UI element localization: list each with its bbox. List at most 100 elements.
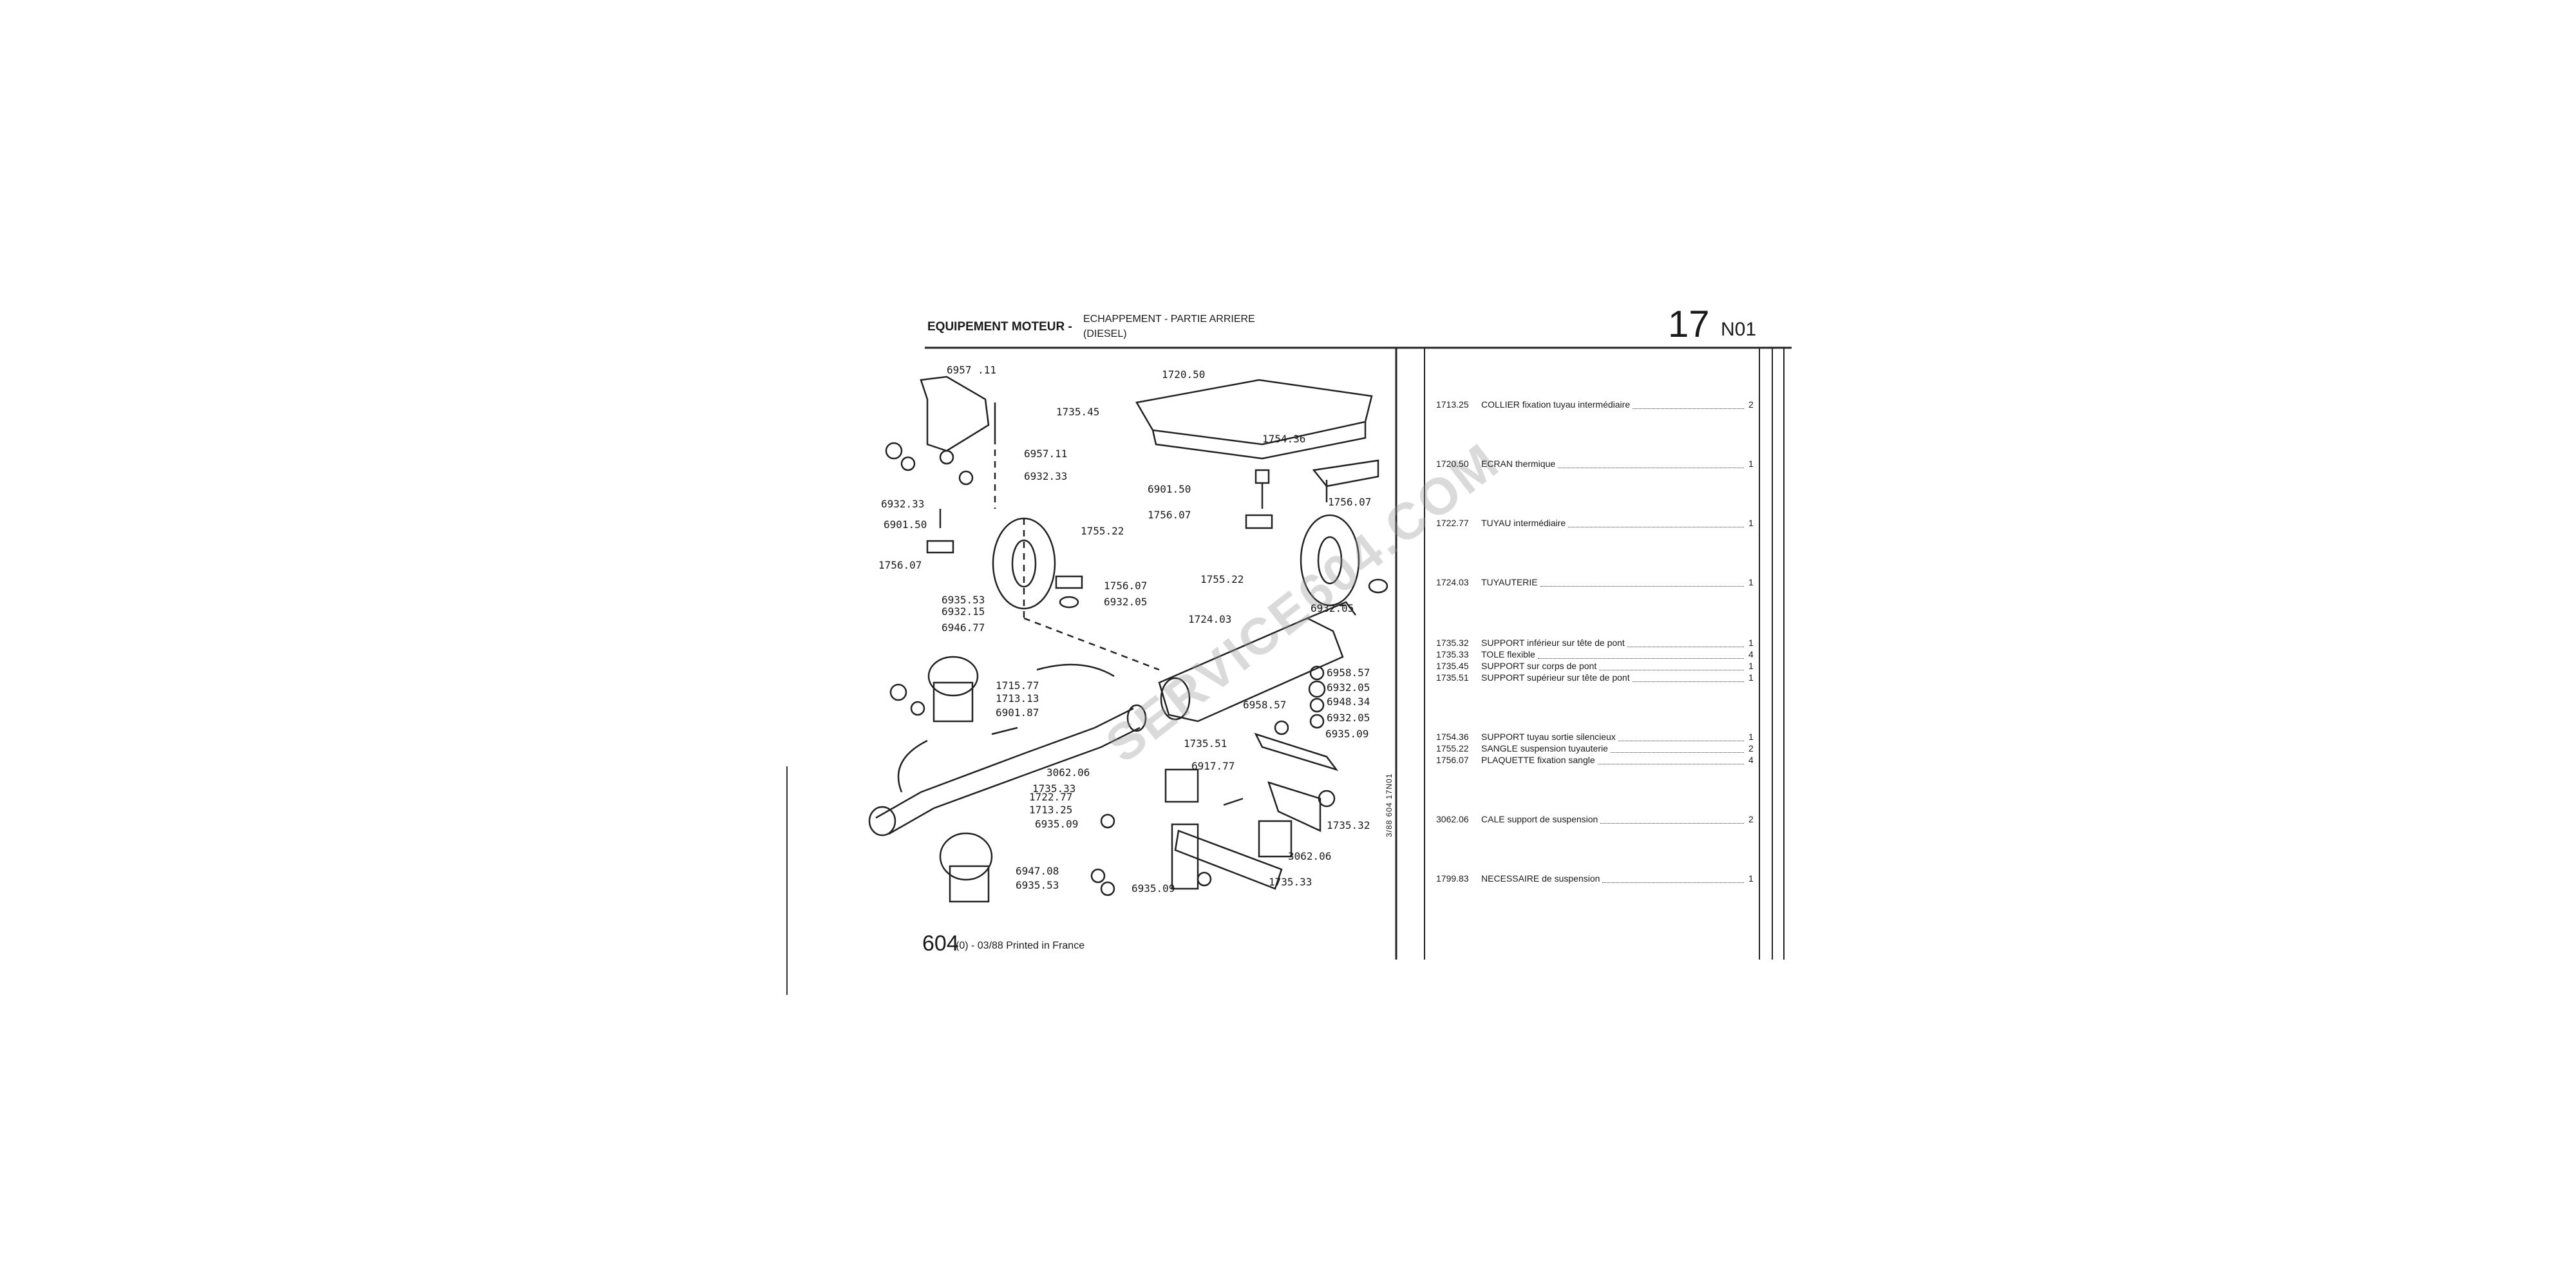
parts-list-row: 1756.07 PLAQUETTE fixation sangle 4 — [1436, 755, 1758, 765]
dot-leader — [1540, 577, 1744, 587]
part-callout-label: 1722.77 — [1029, 791, 1073, 803]
part-callout-label: 3062.06 — [1046, 766, 1090, 779]
dot-leader — [1600, 814, 1744, 824]
part-callout-label: 1756.07 — [1328, 496, 1372, 508]
part-callout-label: 1755.22 — [1081, 525, 1124, 537]
part-callout-label: 1735.32 — [1327, 819, 1370, 831]
dot-leader — [1568, 518, 1744, 527]
part-callout-label: 1756.07 — [1148, 509, 1191, 521]
part-description: PLAQUETTE fixation sangle — [1481, 755, 1595, 765]
part-reference: 1735.45 — [1436, 661, 1469, 671]
part-callout-label: 6948.34 — [1327, 696, 1370, 708]
footer-model: 604 — [922, 931, 959, 956]
dot-leader — [1611, 743, 1744, 753]
dot-leader — [1627, 638, 1744, 647]
part-description: NECESSAIRE de suspension — [1481, 873, 1600, 884]
part-callout-label: 1735.45 — [1056, 406, 1100, 418]
part-reference: 1724.03 — [1436, 577, 1469, 587]
part-reference: 1720.50 — [1436, 459, 1469, 469]
part-description: SANGLE suspension tuyauterie — [1481, 743, 1608, 753]
parts-list-row: 1754.36 SUPPORT tuyau sortie silencieux 1 — [1436, 732, 1758, 742]
part-callout-label: 1735.33 — [1032, 782, 1076, 795]
part-reference: 1799.83 — [1436, 873, 1469, 884]
section-title: EQUIPEMENT MOTEUR - — [927, 320, 1072, 334]
part-quantity: 1 — [1748, 638, 1754, 648]
part-quantity: 1 — [1748, 459, 1754, 469]
part-quantity: 2 — [1748, 814, 1754, 824]
part-callout-label: 6901.87 — [996, 706, 1039, 719]
exhaust-exploded-diagram — [868, 375, 1388, 903]
part-reference: 1755.22 — [1436, 743, 1469, 753]
part-reference: 3062.06 — [1436, 814, 1469, 824]
dot-leader — [1599, 661, 1744, 670]
part-callout-label: 6946.77 — [942, 621, 985, 634]
part-description: TUYAU intermédiaire — [1481, 518, 1566, 528]
part-callout-label: 1735.51 — [1184, 737, 1227, 750]
part-reference: 1756.07 — [1436, 755, 1469, 765]
part-reference: 1754.36 — [1436, 732, 1469, 742]
part-description: ECRAN thermique — [1481, 459, 1556, 469]
support-1735-32 — [1267, 781, 1321, 832]
part-reference: 1735.33 — [1436, 649, 1469, 659]
support-1754-36 — [1312, 459, 1379, 488]
part-callout-label: 1735.33 — [1269, 876, 1312, 888]
clamp-6946-77 — [927, 656, 979, 697]
pipe-1722-77 — [875, 707, 1134, 819]
part-quantity: 1 — [1748, 732, 1754, 742]
section-subtitle-engine: (DIESEL) — [1083, 328, 1127, 339]
part-callout-label: 6932.33 — [881, 498, 925, 510]
dot-leader — [1602, 873, 1744, 883]
part-callout-label: 6958.57 — [1243, 699, 1287, 711]
dot-leader — [1598, 755, 1744, 764]
part-reference: 1722.77 — [1436, 518, 1469, 528]
part-callout-label: 6935.09 — [1132, 882, 1175, 895]
dot-leader — [1538, 649, 1744, 659]
part-callout-label: 6958.57 — [1327, 667, 1370, 679]
part-callout-label: 6901.50 — [884, 518, 927, 531]
part-description: SUPPORT supérieur sur tête de pont — [1481, 672, 1630, 683]
block-3062-06 — [1164, 768, 1199, 803]
page-number: 17 — [1668, 303, 1710, 345]
part-description: CALE support de suspension — [1481, 814, 1598, 824]
part-callout-label: 6935.09 — [1035, 818, 1079, 830]
part-callout-label: 6901.50 — [1148, 483, 1191, 495]
part-quantity: 2 — [1748, 743, 1754, 753]
parts-list-row: 1755.22 SANGLE suspension tuyauterie 2 — [1436, 743, 1758, 753]
part-reference: 1735.51 — [1436, 672, 1469, 683]
part-reference: 1735.32 — [1436, 638, 1469, 648]
part-callout-label: 1724.03 — [1188, 613, 1232, 625]
part-quantity: 4 — [1748, 649, 1754, 659]
page-code: N01 — [1721, 319, 1757, 340]
part-description: SUPPORT sur corps de pont — [1481, 661, 1597, 671]
part-reference: 1713.25 — [1436, 399, 1469, 410]
parts-list-row: 3062.06 CALE support de suspension 2 — [1436, 814, 1758, 824]
part-quantity: 1 — [1748, 518, 1754, 528]
part-quantity: 1 — [1748, 672, 1754, 683]
part-description: TUYAUTERIE — [1481, 577, 1538, 587]
parts-list-row: 1720.50 ECRAN thermique 1 — [1436, 459, 1758, 469]
part-callout-label: 6917.77 — [1191, 760, 1235, 772]
part-description: SUPPORT tuyau sortie silencieux — [1481, 732, 1616, 742]
part-callout-label: 6932.05 — [1104, 596, 1148, 608]
part-callout-label: 1756.07 — [1104, 580, 1148, 592]
part-callout-label: 6935.53 — [1016, 879, 1059, 891]
part-callout-label: 1754.36 — [1262, 433, 1306, 445]
part-callout-label: 3062.06 — [1288, 850, 1332, 862]
part-quantity: 1 — [1748, 577, 1754, 587]
part-callout-label: 1713.25 — [1029, 804, 1073, 816]
part-callout-label: 1755.22 — [1200, 573, 1244, 585]
footer-printed: (0) - 03/88 Printed in France — [956, 940, 1085, 951]
part-quantity: 2 — [1748, 399, 1754, 410]
part-callout-label: 1713.13 — [996, 692, 1039, 705]
support-bracket-1735-45 — [920, 375, 990, 452]
dot-leader — [1618, 732, 1744, 741]
part-quantity: 4 — [1748, 755, 1754, 765]
part-callout-label: 6932.05 — [1327, 681, 1370, 694]
heat-shield-1720-50 — [1135, 379, 1373, 446]
